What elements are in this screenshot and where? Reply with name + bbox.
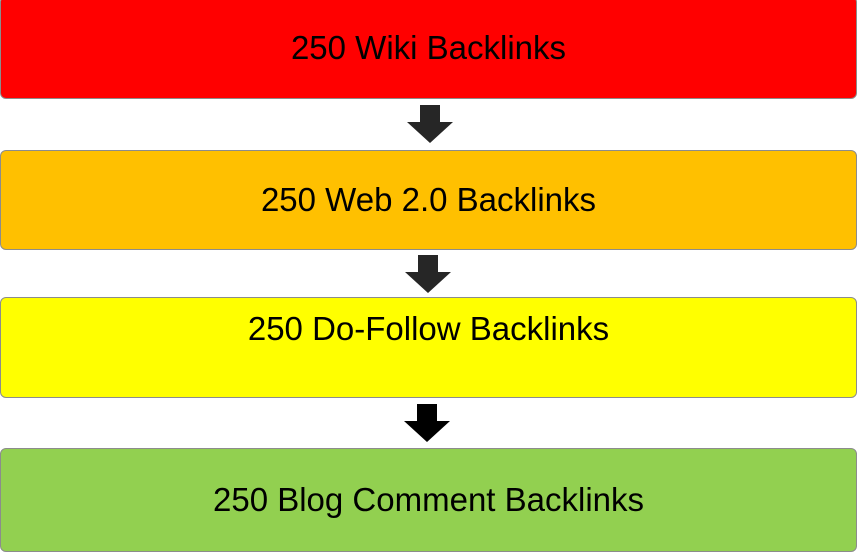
step-label-web2-backlinks: 250 Web 2.0 Backlinks bbox=[260, 181, 597, 218]
step-box-blog-comment-backlinks: 250 Blog Comment Backlinks bbox=[0, 448, 857, 552]
step-label-wiki-backlinks: 250 Wiki Backlinks bbox=[290, 28, 567, 66]
step-box-wiki-backlinks: 250 Wiki Backlinks bbox=[0, 0, 857, 99]
down-arrow-icon bbox=[405, 255, 451, 293]
step-label-dofollow-backlinks: 250 Do-Follow Backlinks bbox=[247, 310, 610, 347]
down-arrow-icon bbox=[407, 105, 453, 143]
step-box-dofollow-backlinks: 250 Do-Follow Backlinks bbox=[0, 297, 857, 398]
step-box-web2-backlinks: 250 Web 2.0 Backlinks bbox=[0, 150, 857, 250]
step-label-blog-comment-backlinks: 250 Blog Comment Backlinks bbox=[212, 481, 645, 518]
down-arrow-icon bbox=[404, 404, 450, 442]
